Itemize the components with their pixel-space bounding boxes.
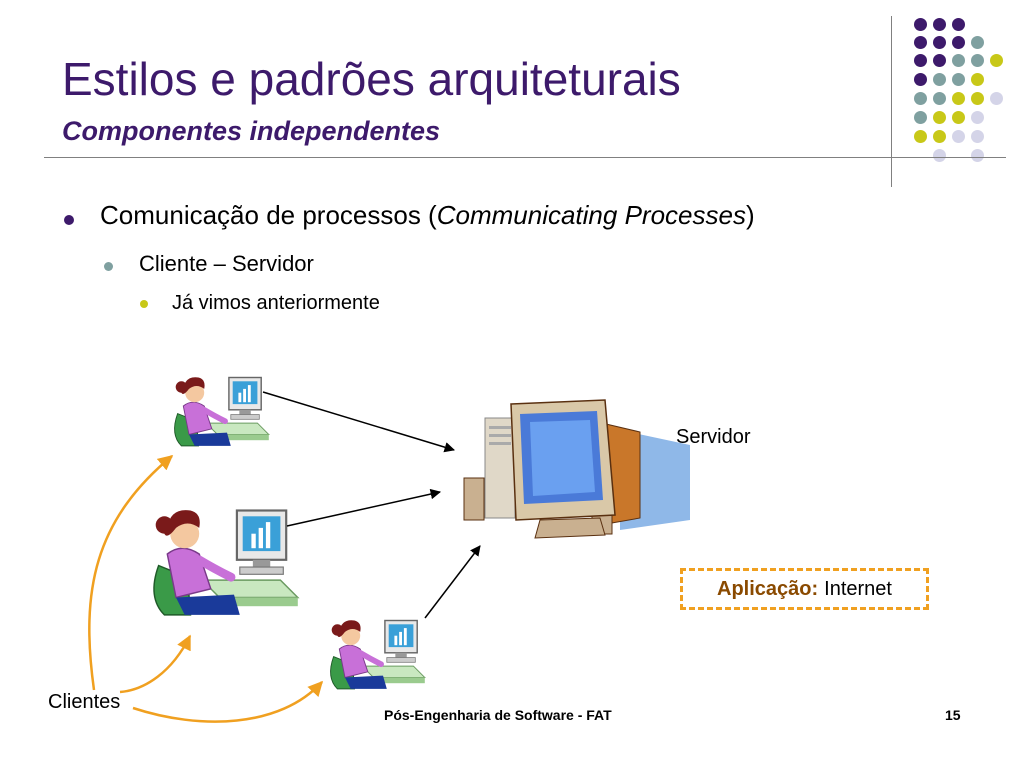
connection-arrow bbox=[286, 488, 442, 527]
deco-dot bbox=[990, 54, 1003, 67]
server-computer-icon bbox=[463, 399, 690, 539]
deco-dot bbox=[971, 130, 984, 143]
bullet-dot-level1 bbox=[64, 215, 74, 225]
deco-dot bbox=[971, 54, 984, 67]
deco-dot bbox=[971, 36, 984, 49]
deco-dot bbox=[933, 111, 946, 124]
deco-dot bbox=[914, 18, 927, 31]
slide-title: Estilos e padrões arquiteturais bbox=[62, 53, 681, 105]
bullet-dot-level2 bbox=[104, 262, 113, 271]
client-computer-icon bbox=[175, 377, 269, 446]
bullet-level1-suffix: ) bbox=[745, 200, 755, 230]
footer-text: Pós-Engenharia de Software - FAT bbox=[384, 707, 612, 723]
deco-dot bbox=[933, 149, 946, 162]
deco-dot bbox=[952, 130, 965, 143]
bullet-dot-level3 bbox=[140, 300, 148, 308]
deco-dot bbox=[933, 36, 946, 49]
bullet-level3: Já vimos anteriormente bbox=[172, 292, 380, 314]
bullet-level1: Comunicação de processos (Communicating … bbox=[100, 200, 755, 231]
deco-dot bbox=[952, 18, 965, 31]
application-value: Internet bbox=[824, 577, 892, 600]
deco-dot bbox=[990, 92, 1003, 105]
application-box: Aplicação: Internet bbox=[680, 568, 929, 610]
title-divider bbox=[44, 157, 1006, 158]
deco-dot bbox=[933, 54, 946, 67]
deco-dot bbox=[933, 130, 946, 143]
server-label: Servidor bbox=[676, 426, 751, 448]
deco-dot bbox=[952, 54, 965, 67]
deco-dot bbox=[971, 73, 984, 86]
deco-dot bbox=[971, 92, 984, 105]
deco-dot bbox=[952, 92, 965, 105]
deco-dot bbox=[933, 92, 946, 105]
deco-dot bbox=[933, 73, 946, 86]
deco-dot bbox=[933, 18, 946, 31]
client-computer-icon bbox=[331, 620, 425, 689]
clients-pointer-curve bbox=[88, 455, 174, 691]
deco-dot bbox=[914, 92, 927, 105]
deco-dot bbox=[914, 111, 927, 124]
connection-arrow bbox=[424, 545, 481, 619]
page-number: 15 bbox=[945, 707, 961, 723]
application-key: Aplicação: bbox=[717, 577, 819, 600]
connection-arrow bbox=[262, 391, 456, 453]
deco-dot bbox=[914, 130, 927, 143]
bullet-level1-italic: Communicating Processes bbox=[436, 200, 746, 230]
clients-pointer-curve bbox=[119, 634, 192, 694]
deco-dot bbox=[971, 149, 984, 162]
deco-dot bbox=[952, 36, 965, 49]
deco-dot bbox=[914, 54, 927, 67]
bullet-level1-prefix: Comunicação de processos ( bbox=[100, 200, 437, 230]
deco-dot bbox=[971, 111, 984, 124]
deco-dot bbox=[952, 73, 965, 86]
deco-dot bbox=[914, 73, 927, 86]
clients-pointer-curve bbox=[132, 680, 324, 723]
clients-label: Clientes bbox=[48, 691, 121, 713]
bullet-level2: Cliente – Servidor bbox=[139, 251, 314, 276]
slide-subtitle: Componentes independentes bbox=[62, 116, 441, 146]
vertical-divider bbox=[891, 16, 892, 187]
deco-dot bbox=[914, 36, 927, 49]
client-computer-icon bbox=[154, 510, 298, 615]
deco-dot bbox=[952, 111, 965, 124]
